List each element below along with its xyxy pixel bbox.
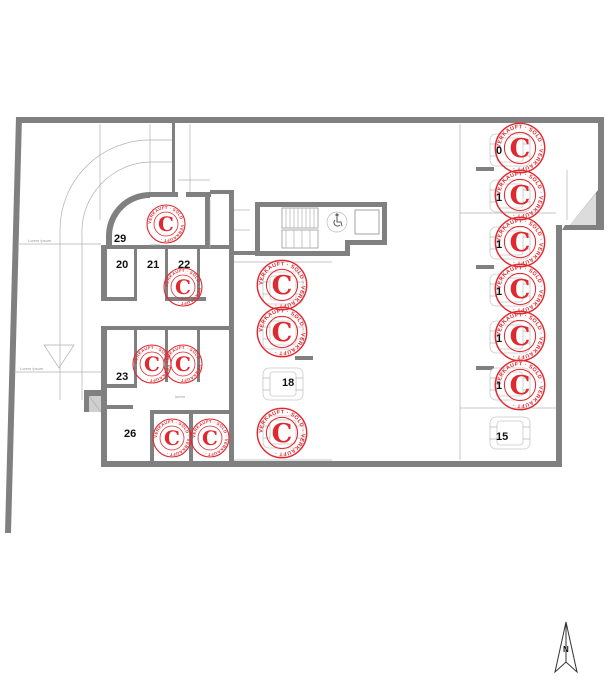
unit-label-u22: 22: [178, 259, 190, 271]
svg-text:C: C: [175, 352, 191, 376]
svg-text:C: C: [510, 134, 531, 164]
unit-label-p18: 18: [282, 377, 294, 389]
unit-label-p-right-2: 1: [496, 192, 502, 204]
svg-text:C: C: [272, 271, 293, 301]
svg-text:C: C: [144, 352, 160, 376]
sold-stamp: VERKAUFT · SOLD · VERKAUFT ·C: [494, 263, 546, 315]
svg-text:C: C: [272, 419, 293, 449]
staircase: [281, 207, 319, 249]
svg-text:C: C: [164, 426, 180, 450]
unit-label-u20: 20: [116, 259, 128, 271]
sold-stamp: VERKAUFT · SOLD · VERKAUFT ·C: [146, 204, 186, 244]
unit-label-u21: 21: [147, 259, 159, 271]
unit-label-p15: 15: [496, 431, 508, 443]
unit-label-p-right-3: 1: [496, 239, 502, 251]
unit-label-p-right-5: 1: [496, 333, 502, 345]
wheelchair-icon: [333, 213, 343, 227]
sold-stamp: VERKAUFT · SOLD · VERKAUFT ·C: [190, 418, 230, 458]
north-arrow: N: [554, 621, 578, 674]
ramp-and-guidelines: Lorem ipsum Lorem ipsum lorem lorem: [14, 124, 568, 461]
unit-label-u26: 26: [124, 428, 136, 440]
unit-label-u23: 23: [116, 371, 128, 383]
outer-walls: [5, 117, 604, 533]
unit-label-p-right-4: 1: [496, 286, 502, 298]
svg-text:C: C: [510, 275, 531, 305]
unit-label-u29: 29: [114, 233, 126, 245]
north-label: N: [563, 645, 569, 654]
svg-text:C: C: [158, 212, 174, 236]
svg-text:lorem: lorem: [150, 242, 161, 247]
svg-text:lorem: lorem: [175, 394, 186, 399]
sold-stamp: VERKAUFT · SOLD · VERKAUFT ·C: [152, 418, 192, 458]
svg-text:C: C: [272, 318, 293, 348]
svg-text:C: C: [510, 322, 531, 352]
svg-text:C: C: [175, 275, 191, 299]
svg-text:C: C: [510, 371, 531, 401]
elevator: [326, 209, 380, 235]
svg-text:C: C: [510, 181, 531, 211]
svg-text:C: C: [202, 426, 218, 450]
svg-text:C: C: [510, 228, 531, 258]
svg-text:Lorem ipsum: Lorem ipsum: [28, 238, 52, 243]
svg-text:Lorem ipsum: Lorem ipsum: [20, 366, 44, 371]
unit-label-p-right-6: 1: [496, 380, 502, 392]
unit-label-p-right-1: 0: [496, 145, 502, 157]
